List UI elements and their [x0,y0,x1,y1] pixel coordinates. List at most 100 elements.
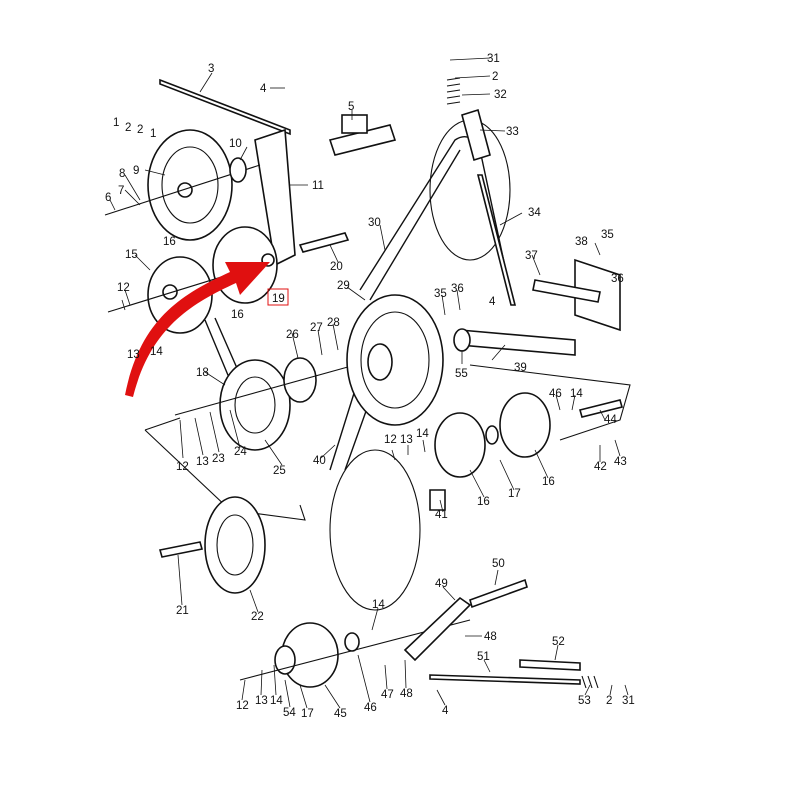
bushing-46-lower [344,632,360,652]
callout-16a: 16 [163,236,176,248]
callout-1a: 1 [113,117,119,129]
callout-19: 19 [272,293,285,305]
callout-25: 25 [273,465,286,477]
callout-54: 54 [283,707,296,719]
spring-53 [581,675,599,689]
bearing-17 [485,425,499,445]
callout-17b: 17 [301,708,314,720]
callout-31-top: 31 [487,53,500,65]
rod-51 [429,674,581,685]
callout-13d: 13 [255,695,268,707]
callout-35a: 35 [601,229,614,241]
callout-44: 44 [604,414,617,426]
washer-10 [229,157,247,183]
callout-27: 27 [310,322,323,334]
callout-28: 28 [327,317,340,329]
pulley-22-inner [216,514,254,576]
callout-13b: 13 [196,456,209,468]
lever-49 [403,596,472,662]
pulley-25 [219,359,291,451]
callout-21: 21 [176,605,189,617]
callout-4-mid: 4 [489,296,496,308]
callout-36b: 36 [451,283,464,295]
leader-lines [109,57,629,709]
spring-32 [446,77,461,105]
callout-43: 43 [614,456,627,468]
belt-30-inner [369,149,461,301]
callout-8: 8 [119,168,125,180]
callout-13a: 13 [127,349,140,361]
callout-47: 47 [381,689,394,701]
callout-4-top: 4 [260,83,267,95]
pulley-16-right-b [499,392,551,458]
callout-10: 10 [229,138,242,150]
callout-12b: 12 [176,461,189,473]
spring-52-tube [519,659,581,671]
pulley-16-right-a [434,412,486,478]
callout-14b: 14 [570,388,583,400]
callout-18: 18 [196,367,209,379]
callout-26: 26 [286,329,299,341]
callout-14a: 14 [150,346,163,358]
callout-51: 51 [477,651,490,663]
arm-11 [254,128,296,267]
pulley-15-hub [162,284,178,300]
callout-13c: 13 [400,434,413,446]
callout-16d: 16 [542,476,555,488]
callout-1b: 1 [150,128,156,140]
highlight-box-19 [267,288,289,306]
callout-46b: 46 [364,702,377,714]
rod-34 [476,174,517,306]
shaft-5 [328,124,397,156]
pulley-25-inner [234,376,276,434]
callout-16c: 16 [477,496,490,508]
sleeve-33 [461,108,491,162]
pin-37 [532,279,601,303]
callout-45: 45 [334,708,347,720]
bushing-55 [453,328,471,352]
callout-2-top: 2 [492,71,498,83]
callout-20: 20 [330,261,343,273]
pulley-29 [346,294,444,426]
bolt-20 [298,232,350,253]
callout-14c: 14 [416,428,429,440]
callout-12c: 12 [384,434,397,446]
callout-40: 40 [313,455,326,467]
callout-9: 9 [133,165,139,177]
shaft-25 [174,364,356,416]
callout-29: 29 [337,280,350,292]
idler-oval [329,449,421,611]
callout-30: 30 [368,217,381,229]
callout-48a: 48 [484,631,497,643]
callout-36a: 36 [611,273,624,285]
callout-49: 49 [435,578,448,590]
callout-labels: 31 2 32 33 3 4 5 1 2 2 1 10 9 8 7 6 11 3… [105,53,635,720]
callout-31-bot: 31 [622,695,635,707]
callout-35b: 35 [434,288,447,300]
bolt-44 [579,399,623,418]
callout-2-bot: 2 [606,695,612,707]
callout-34: 34 [528,207,541,219]
pulley-9-inner [161,146,219,224]
callout-5: 5 [348,101,354,113]
callout-17a: 17 [508,488,521,500]
pulley-29-mid [360,311,430,409]
callout-53: 53 [578,695,591,707]
callout-16b: 16 [231,309,244,321]
callout-50: 50 [492,558,505,570]
callout-7: 7 [118,185,124,197]
callout-2a: 2 [125,122,131,134]
bolt-50 [469,578,528,609]
callout-37: 37 [525,250,538,262]
callout-22: 22 [251,611,264,623]
callout-6: 6 [105,192,111,204]
callout-55: 55 [455,368,468,380]
belt-left-loop [144,417,306,521]
callout-39: 39 [514,362,527,374]
callout-38: 38 [575,236,588,248]
belt-18 [204,317,241,381]
pulley-22 [204,496,266,594]
callout-14e: 14 [270,695,283,707]
callout-4-bot: 4 [442,705,449,717]
